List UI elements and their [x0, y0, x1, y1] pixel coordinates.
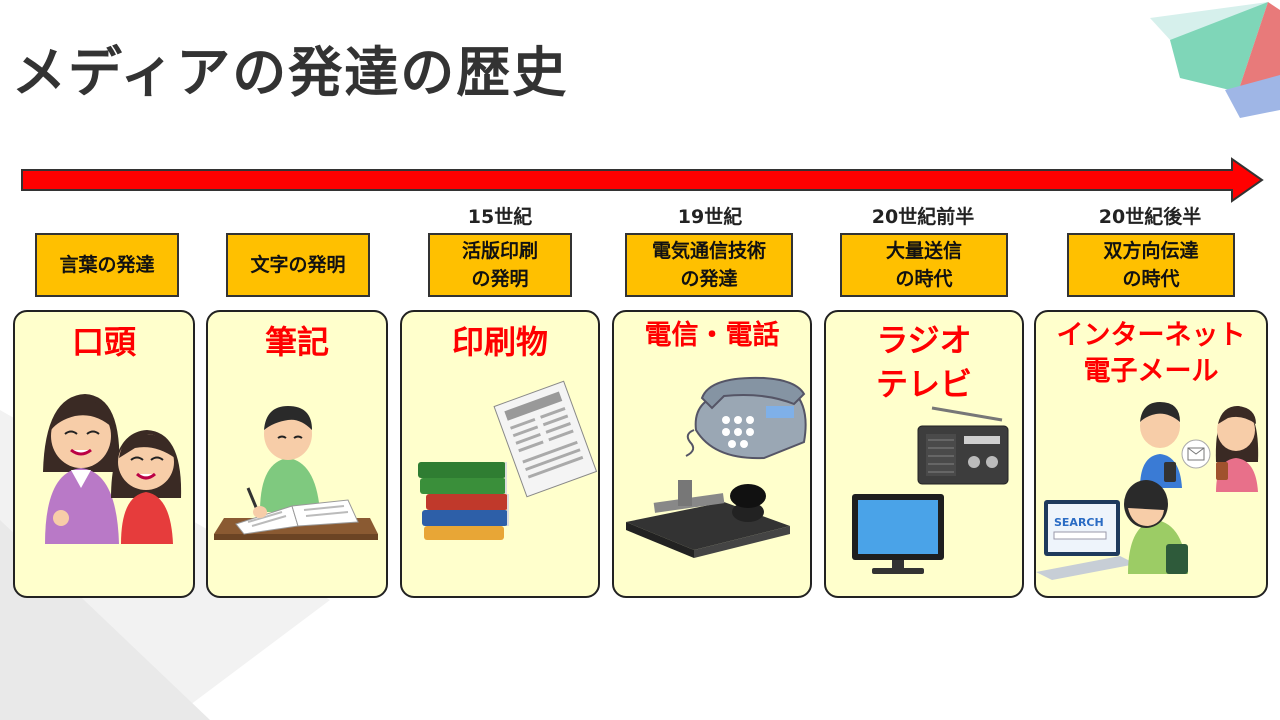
media-card-writing: 筆記 — [206, 310, 388, 598]
stage-label-6: 双方向伝達 の時代 — [1067, 233, 1235, 297]
stage-label-line: 電気通信技術 — [651, 240, 766, 262]
era-label-5: 20世紀前半 — [871, 206, 975, 228]
media-card-internet-email: インターネット 電子メール SEARCH — [1034, 310, 1268, 598]
stage-label-5: 大量送信 の時代 — [840, 233, 1008, 297]
media-title: 電子メール — [1083, 356, 1219, 387]
stage-label-line: の発達 — [680, 268, 738, 290]
stage-label-line: 文字の発明 — [250, 254, 346, 276]
media-card-print: 印刷物 — [400, 310, 600, 598]
stage-label-line: 言葉の発達 — [59, 254, 155, 276]
media-card-oral: 口頭 — [13, 310, 195, 598]
internet-email-illustration: SEARCH — [1036, 402, 1259, 580]
books-newspaper-illustration — [418, 380, 598, 540]
media-title: インターネット — [1056, 320, 1246, 351]
stage-label-1: 言葉の発達 — [35, 233, 179, 297]
media-title: 筆記 — [264, 323, 329, 361]
page-title: メディアの発達の歴史 — [12, 41, 569, 104]
stage-label-3: 活版印刷 の発明 — [428, 233, 572, 297]
media-title: 印刷物 — [451, 323, 548, 361]
media-card-radio-tv: ラジオ テレビ — [824, 310, 1024, 598]
radio-television-illustration — [852, 406, 1009, 574]
stage-label-4: 電気通信技術 の発達 — [625, 233, 793, 297]
timeline-arrow — [21, 157, 1264, 203]
media-card-telegraph-telephone: 電信・電話 — [612, 310, 812, 598]
media-title: ラジオ — [876, 321, 972, 359]
stage-label-line: 活版印刷 — [461, 240, 538, 262]
era-label-6: 20世紀後半 — [1098, 206, 1202, 228]
boy-writing-illustration — [214, 406, 378, 540]
mother-child-talking-illustration — [43, 394, 182, 544]
stage-label-line: 双方向伝達 — [1103, 240, 1199, 262]
stage-label-line: の時代 — [1122, 268, 1180, 290]
media-title: テレビ — [875, 365, 972, 403]
laptop-screen-text: SEARCH — [1054, 516, 1104, 529]
media-title: 電信・電話 — [644, 320, 780, 351]
telephone-telegraph-illustration — [626, 376, 807, 558]
stage-label-line: 大量送信 — [885, 240, 962, 262]
stage-label-2: 文字の発明 — [226, 233, 370, 297]
media-title: 口頭 — [71, 323, 136, 361]
stage-label-line: の時代 — [895, 268, 953, 290]
era-label-3: 15世紀 — [467, 206, 533, 228]
era-label-4: 19世紀 — [677, 206, 743, 228]
stage-label-line: の発明 — [471, 268, 529, 290]
